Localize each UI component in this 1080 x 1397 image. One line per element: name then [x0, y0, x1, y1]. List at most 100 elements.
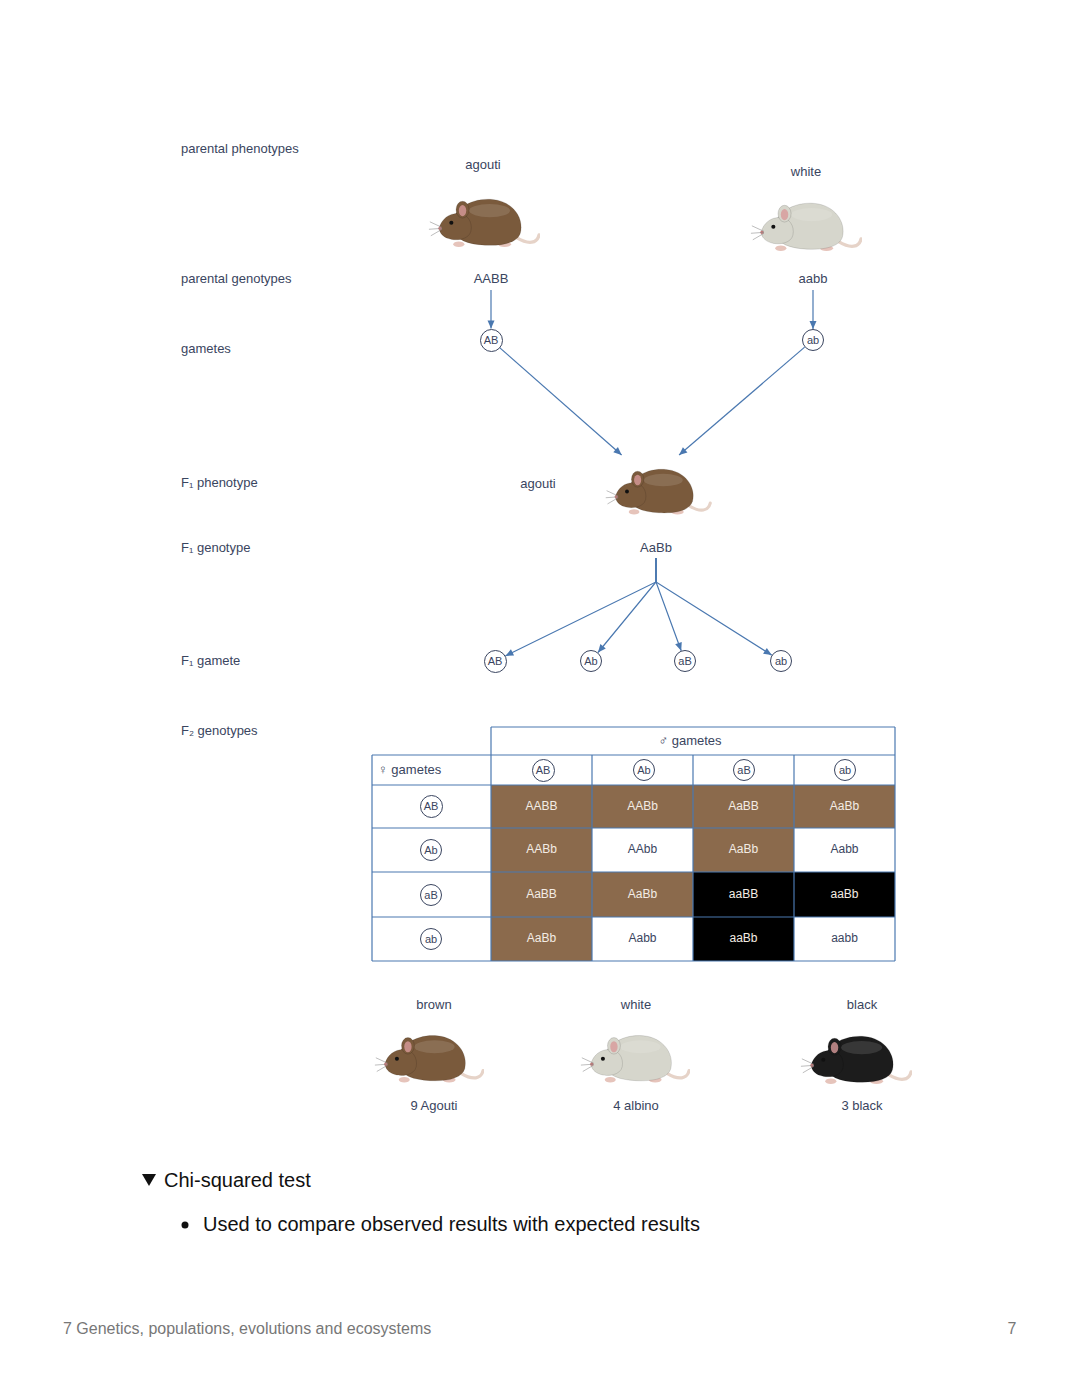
gamete-circle: AB	[532, 759, 555, 782]
brown-cell	[491, 872, 592, 917]
brown-cell	[592, 785, 693, 828]
mouse-group: agoutiAaBb	[505, 455, 717, 558]
ratio-label: 4 albino	[613, 1099, 659, 1114]
connector-line	[679, 347, 805, 455]
genotype-cell: AABb	[627, 800, 658, 814]
black-cell	[693, 917, 794, 961]
allele-text: AB	[536, 765, 551, 776]
phenotype-label: white	[621, 998, 651, 1013]
bullet-text: Used to compare observed results with ex…	[203, 1213, 700, 1236]
brown-mouse	[375, 1036, 483, 1083]
arrow-head	[679, 447, 687, 455]
grid-line	[372, 960, 895, 961]
ratio-label: 9 Agouti	[411, 1099, 458, 1114]
genotype-cell: AAbb	[628, 843, 657, 857]
genotype-cell: AaBb	[830, 800, 859, 814]
genotype-cell: AABb	[526, 843, 557, 857]
phenotype-text: agouti	[520, 477, 555, 492]
punnett-grid	[372, 727, 895, 961]
phenotype-text: agouti	[465, 158, 500, 173]
connector-line	[598, 558, 656, 653]
row-label: parental genotypes	[181, 272, 292, 287]
row-label: parental phenotypes	[181, 142, 299, 157]
genotype-cell: aaBb	[729, 932, 757, 946]
agouti-mouse	[606, 469, 711, 514]
genotype-text: AaBb	[640, 541, 672, 556]
page-number: 7	[1008, 1320, 1017, 1338]
gamete-circle: aB	[420, 884, 442, 906]
white-mouse	[581, 1036, 689, 1083]
genotype-cell: AaBb	[729, 843, 758, 857]
grid-line	[692, 755, 693, 961]
mouse-group: white aabb	[750, 160, 870, 290]
allele-text: AB	[424, 801, 439, 812]
gamete-circle: Ab	[633, 759, 655, 781]
allele-text: ab	[839, 765, 851, 776]
grid-line	[372, 827, 895, 828]
arrow-connector	[656, 558, 682, 651]
white-mouse	[751, 203, 861, 251]
arrow-connector	[488, 290, 495, 329]
arrow-connector	[505, 558, 656, 656]
gamete-circle: AB	[420, 795, 443, 818]
arrow-connector	[598, 558, 656, 653]
brown-cell	[592, 872, 693, 917]
arrow-head	[505, 649, 514, 656]
gamete-circle: AB	[480, 329, 503, 352]
toggle-triangle	[142, 1174, 156, 1186]
grid-line	[371, 755, 372, 961]
arrow-head	[598, 644, 606, 652]
table-header: ♀ gametes	[378, 763, 441, 778]
brown-cell	[491, 828, 592, 872]
ratio-label: 3 black	[841, 1099, 882, 1114]
allele-text: Ab	[637, 765, 650, 776]
phenotype-label: black	[847, 998, 877, 1013]
gamete-circle: Ab	[420, 839, 442, 861]
phenotype-text: white	[791, 165, 821, 180]
arrow-head	[675, 642, 682, 651]
grid-line	[491, 726, 895, 727]
grid-line	[372, 784, 895, 785]
genotype-cell: AaBb	[527, 932, 556, 946]
footer-text: 7 Genetics, populations, evolutions and …	[63, 1320, 431, 1338]
arrow-head	[613, 447, 621, 455]
connector-line	[505, 558, 656, 656]
arrow-connector	[500, 348, 622, 455]
genotype-cell: AABB	[525, 800, 557, 814]
brown-cell	[693, 828, 794, 872]
connector-line	[656, 558, 772, 655]
gamete-circle: aB	[733, 759, 755, 781]
brown-cell	[491, 785, 592, 828]
black-cell	[693, 872, 794, 917]
connector-line	[656, 558, 681, 651]
genotype-cell: AaBB	[526, 888, 557, 902]
allele-text: aB	[737, 765, 750, 776]
gamete-circle: ab	[420, 928, 442, 950]
black-mouse	[801, 1036, 911, 1084]
row-label: F₂ genotypes	[181, 724, 258, 739]
genotype-cell: aaBB	[729, 888, 758, 902]
genotype-text: aabb	[799, 272, 828, 287]
row-label: F₁ phenotype	[181, 476, 258, 491]
arrow-connector	[810, 290, 817, 329]
genotype-cell: AaBb	[628, 888, 657, 902]
allele-text: aB	[424, 890, 437, 901]
grid-line	[372, 871, 895, 872]
allele-text: Ab	[424, 845, 437, 856]
arrow-connector	[656, 558, 772, 655]
genotype-cell: aaBb	[830, 888, 858, 902]
allele-text: ab	[775, 656, 787, 667]
gamete-circle: ab	[834, 759, 856, 781]
arrow-head	[810, 321, 817, 329]
arrow-head	[763, 648, 772, 655]
grid-line	[793, 755, 794, 961]
grid-line	[591, 755, 592, 961]
allele-text: AB	[488, 656, 503, 667]
gamete-circle: aB	[674, 650, 696, 672]
allele-text: ab	[807, 335, 819, 346]
arrow-connector	[679, 347, 805, 455]
